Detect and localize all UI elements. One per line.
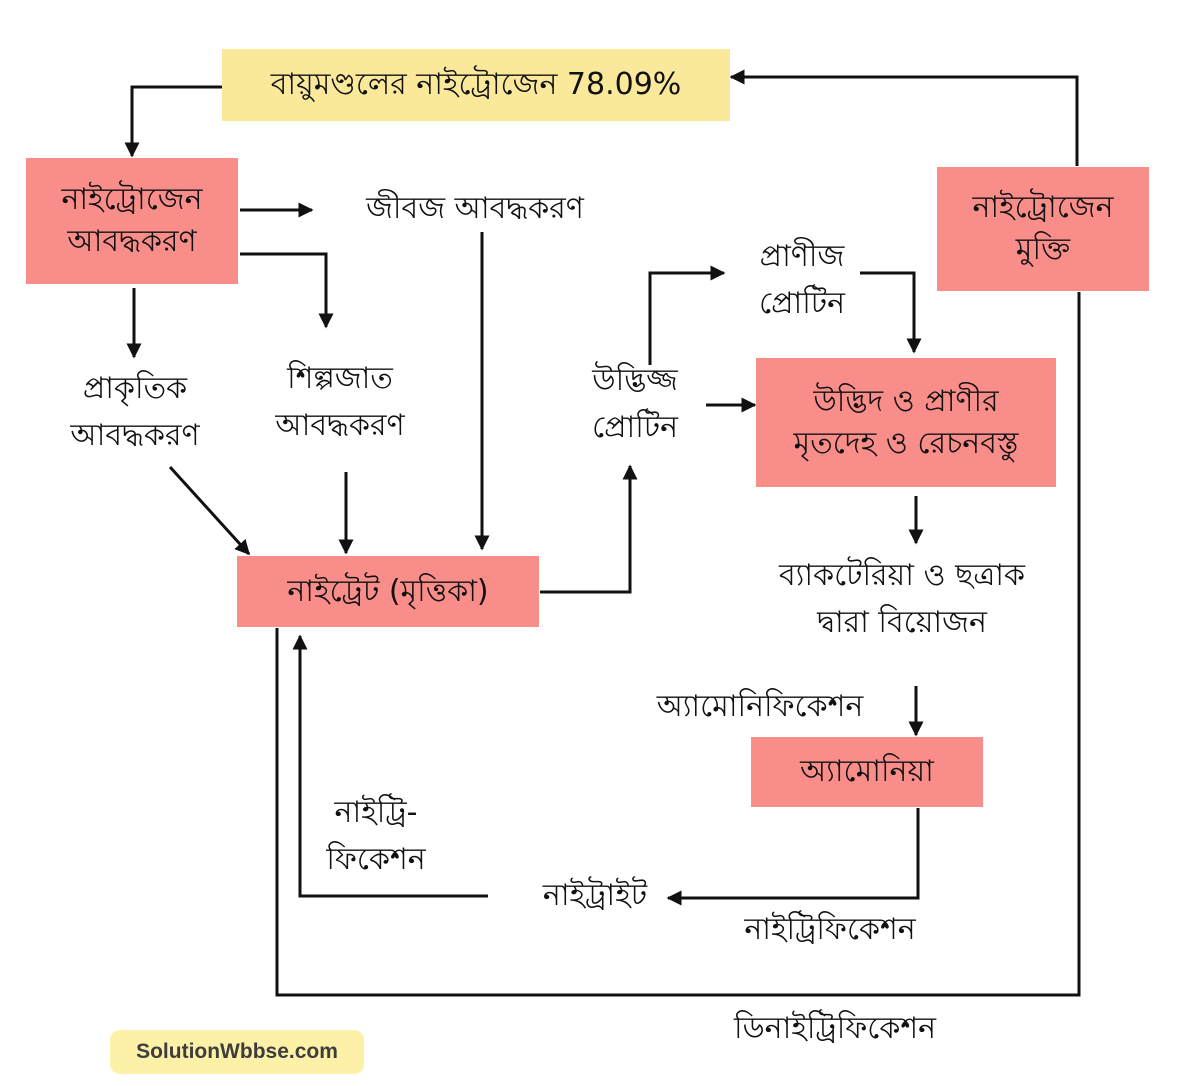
ammonia-node: অ্যামোনিয়া: [751, 737, 983, 807]
animal-protein-line2: প্রোটিন: [758, 285, 846, 321]
plant-protein-line1: উদ্ভিজ্জ: [592, 363, 678, 398]
fixation-node: নাইট্রোজেন আবদ্ধকরণ: [26, 158, 238, 284]
arrow-release-to-atmosphere: [729, 69, 1079, 166]
nitrification-left-line1: নাইট্রি-: [334, 795, 418, 830]
biological-fixation-label: জীবজ আবদ্ধকরণ: [330, 186, 620, 233]
release-label-line2: মুক্তি: [1015, 232, 1071, 267]
natural-fixation-label: প্রাকৃতিক আবদ্ধকরণ: [40, 366, 230, 459]
industrial-fixation-label: শিল্পজাত আবদ্ধকরণ: [245, 356, 435, 449]
arrow-denitrification-loop: [275, 292, 1081, 997]
fixation-label-line2: আবদ্ধকরণ: [67, 224, 197, 259]
plant-protein-line2: প্রোটিন: [591, 409, 679, 445]
natural-fixation-line2: আবদ্ধকরণ: [70, 417, 200, 453]
nitrification-bottom-text: নাইট্রিফিকেশন: [744, 912, 916, 947]
animal-protein-label: প্রাণীজ প্রোটিন: [732, 234, 872, 327]
arrow-nitrite-to-nitrate: [292, 634, 488, 898]
dead-matter-node: উদ্ভিদ ও প্রাণীর মৃতদেহ ও রেচনবস্তু: [756, 358, 1056, 487]
ammonification-text: অ্যামোনিফিকেশন: [656, 689, 864, 724]
plant-protein-label: উদ্ভিজ্জ প্রোটিন: [565, 358, 705, 451]
arrow-atmosphere-to-fixation: [124, 85, 222, 158]
decomposition-line2: দ্বারা বিয়োজন: [817, 604, 987, 640]
release-node: নাইট্রোজেন মুক্তি: [937, 167, 1149, 291]
arrow-animal-protein-to-dead-matter: [860, 271, 922, 354]
atmosphere-label: বায়ুমণ্ডলের নাইট্রোজেন 78.09%: [270, 67, 682, 102]
release-label-line1: নাইট্রোজেন: [972, 190, 1114, 225]
fixation-label-line1: নাইট্রোজেন: [61, 182, 203, 217]
nitrification-left-line2: ফিকেশন: [326, 841, 426, 877]
natural-fixation-line1: প্রাকৃতিক: [82, 371, 188, 406]
denitrification-text: ডিনাইট্রিফিকেশন: [734, 1011, 936, 1046]
atmosphere-node: বায়ুমণ্ডলের নাইট্রোজেন 78.09%: [222, 49, 730, 121]
decomposition-label: ব্যাকটেরিয়া ও ছত্রাক দ্বারা বিয়োজন: [737, 553, 1067, 646]
arrow-natural-to-nitrate: [168, 465, 251, 556]
arrow-plant-to-animal-protein: [648, 265, 726, 365]
denitrification-label: ডিনাইট্রিফিকেশন: [695, 1006, 975, 1053]
arrow-ammonia-to-nitrite: [666, 808, 920, 906]
dead-matter-label-line2: মৃতদেহ ও রেচনবস্তু: [793, 425, 1019, 461]
arrow-fixation-to-industrial: [240, 252, 334, 329]
nitrate-label: নাইট্রেট (মৃত্তিকা): [287, 573, 489, 609]
biological-fixation-text: জীবজ আবদ্ধকরণ: [366, 191, 584, 226]
industrial-fixation-line1: শিল্পজাত: [287, 361, 393, 396]
industrial-fixation-line2: আবদ্ধকরণ: [275, 407, 405, 443]
nitrite-label: নাইট্রাইট: [510, 873, 680, 920]
dead-matter-label-line1: উদ্ভিদ ও প্রাণীর: [813, 383, 999, 419]
nitrification-left-label: নাইট্রি- ফিকেশন: [296, 790, 456, 883]
watermark: SolutionWbbse.com: [110, 1030, 364, 1074]
arrow-nitrate-to-plant-protein: [540, 464, 638, 594]
decomposition-line1: ব্যাকটেরিয়া ও ছত্রাক: [778, 558, 1025, 593]
ammonification-label: অ্যামোনিফিকেশন: [625, 684, 895, 731]
ammonia-label: অ্যামোনিয়া: [800, 754, 934, 789]
nitrite-text: নাইট্রাইট: [542, 878, 648, 913]
nitrate-node: নাইট্রেট (মৃত্তিকা): [237, 556, 539, 627]
animal-protein-line1: প্রাণীজ: [759, 239, 845, 274]
nitrification-bottom-label: নাইট্রিফিকেশন: [710, 907, 950, 954]
